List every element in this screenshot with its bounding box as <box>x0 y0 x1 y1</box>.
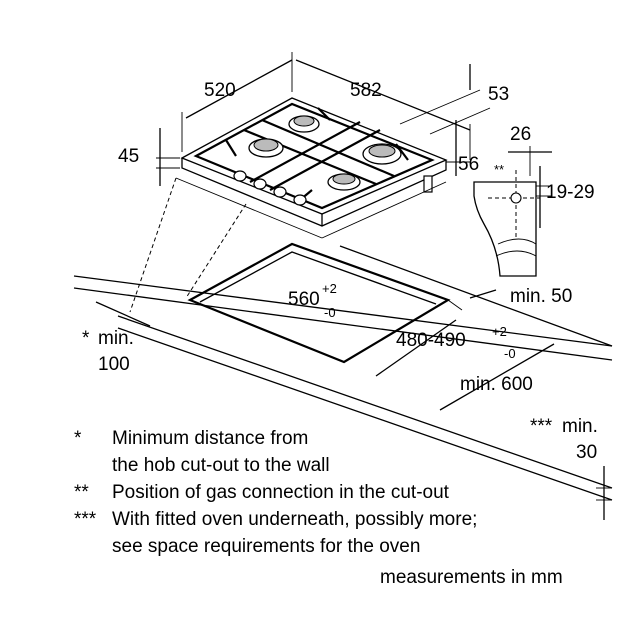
cutout-depth-tol-minus: -0 <box>504 346 516 361</box>
cutout-width-value: 560 <box>288 289 320 310</box>
cutout-depth-value: 480-490 <box>396 330 466 351</box>
wall-value-label: 100 <box>98 354 130 375</box>
burner-front-left <box>248 138 284 158</box>
hob-drawing <box>180 97 448 227</box>
wall-mark-label: * <box>82 328 90 349</box>
min-front-label: min. 50 <box>510 286 572 307</box>
note-line: the hob cut-out to the wall <box>112 455 330 476</box>
control-knobs <box>233 170 307 206</box>
gas-mark-label: ** <box>494 162 504 177</box>
dim-bracket-width-label: 26 <box>510 124 531 145</box>
note-line: see space requirements for the oven <box>112 536 421 557</box>
note-gas-connection: ** Position of gas connection in the cut… <box>74 479 477 506</box>
note-mark: ** <box>74 482 89 503</box>
note-mark: *** <box>74 509 97 530</box>
dim-height-label: 45 <box>118 146 139 167</box>
oven-mark-label: *** <box>530 416 553 437</box>
dim-edge-offset-label: 53 <box>488 84 509 105</box>
note-wall-distance: * Minimum distance from the hob cut-out … <box>74 425 477 479</box>
note-line: Minimum distance from <box>112 428 309 449</box>
note-mark: * <box>74 428 82 449</box>
dim-width-label: 582 <box>350 80 382 101</box>
dim-depth-label: 520 <box>204 80 236 101</box>
worktop-depth-label: min. 600 <box>460 374 533 395</box>
burner-rear-left <box>288 115 320 133</box>
cutout-depth-label: 480-490 +2 -0 <box>396 324 516 361</box>
burner-rear-right <box>362 143 402 165</box>
burners <box>248 115 402 191</box>
footnotes: * Minimum distance from the hob cut-out … <box>74 425 477 560</box>
hob-dimension-lines <box>156 52 491 239</box>
units-note: measurements in mm <box>380 567 563 588</box>
note-line: With fitted oven underneath, possibly mo… <box>112 509 478 530</box>
oven-value-label: 30 <box>576 442 597 463</box>
gas-connection <box>423 175 433 193</box>
burner-front-right <box>327 173 361 191</box>
cutout-width-tol-minus: -0 <box>324 305 336 320</box>
cutout-depth-tol-plus: +2 <box>492 324 507 339</box>
dim-gas-offset-label: 56 <box>458 154 479 175</box>
cutout-inner-edge <box>199 251 437 305</box>
cutout-width-label: 560 +2 -0 <box>288 281 337 320</box>
cutout-width-tol-plus: +2 <box>322 281 337 296</box>
note-oven: *** With fitted oven underneath, possibl… <box>74 506 477 560</box>
note-line: Position of gas connection in the cut-ou… <box>112 482 449 503</box>
wall-min-label: min. <box>98 328 134 349</box>
bracket-detail <box>473 146 552 277</box>
hob-front-edge <box>181 158 447 227</box>
dim-bracket-range-label: 19-29 <box>546 182 595 203</box>
worktop-drawing <box>73 177 613 520</box>
oven-min-label: min. <box>562 416 598 437</box>
